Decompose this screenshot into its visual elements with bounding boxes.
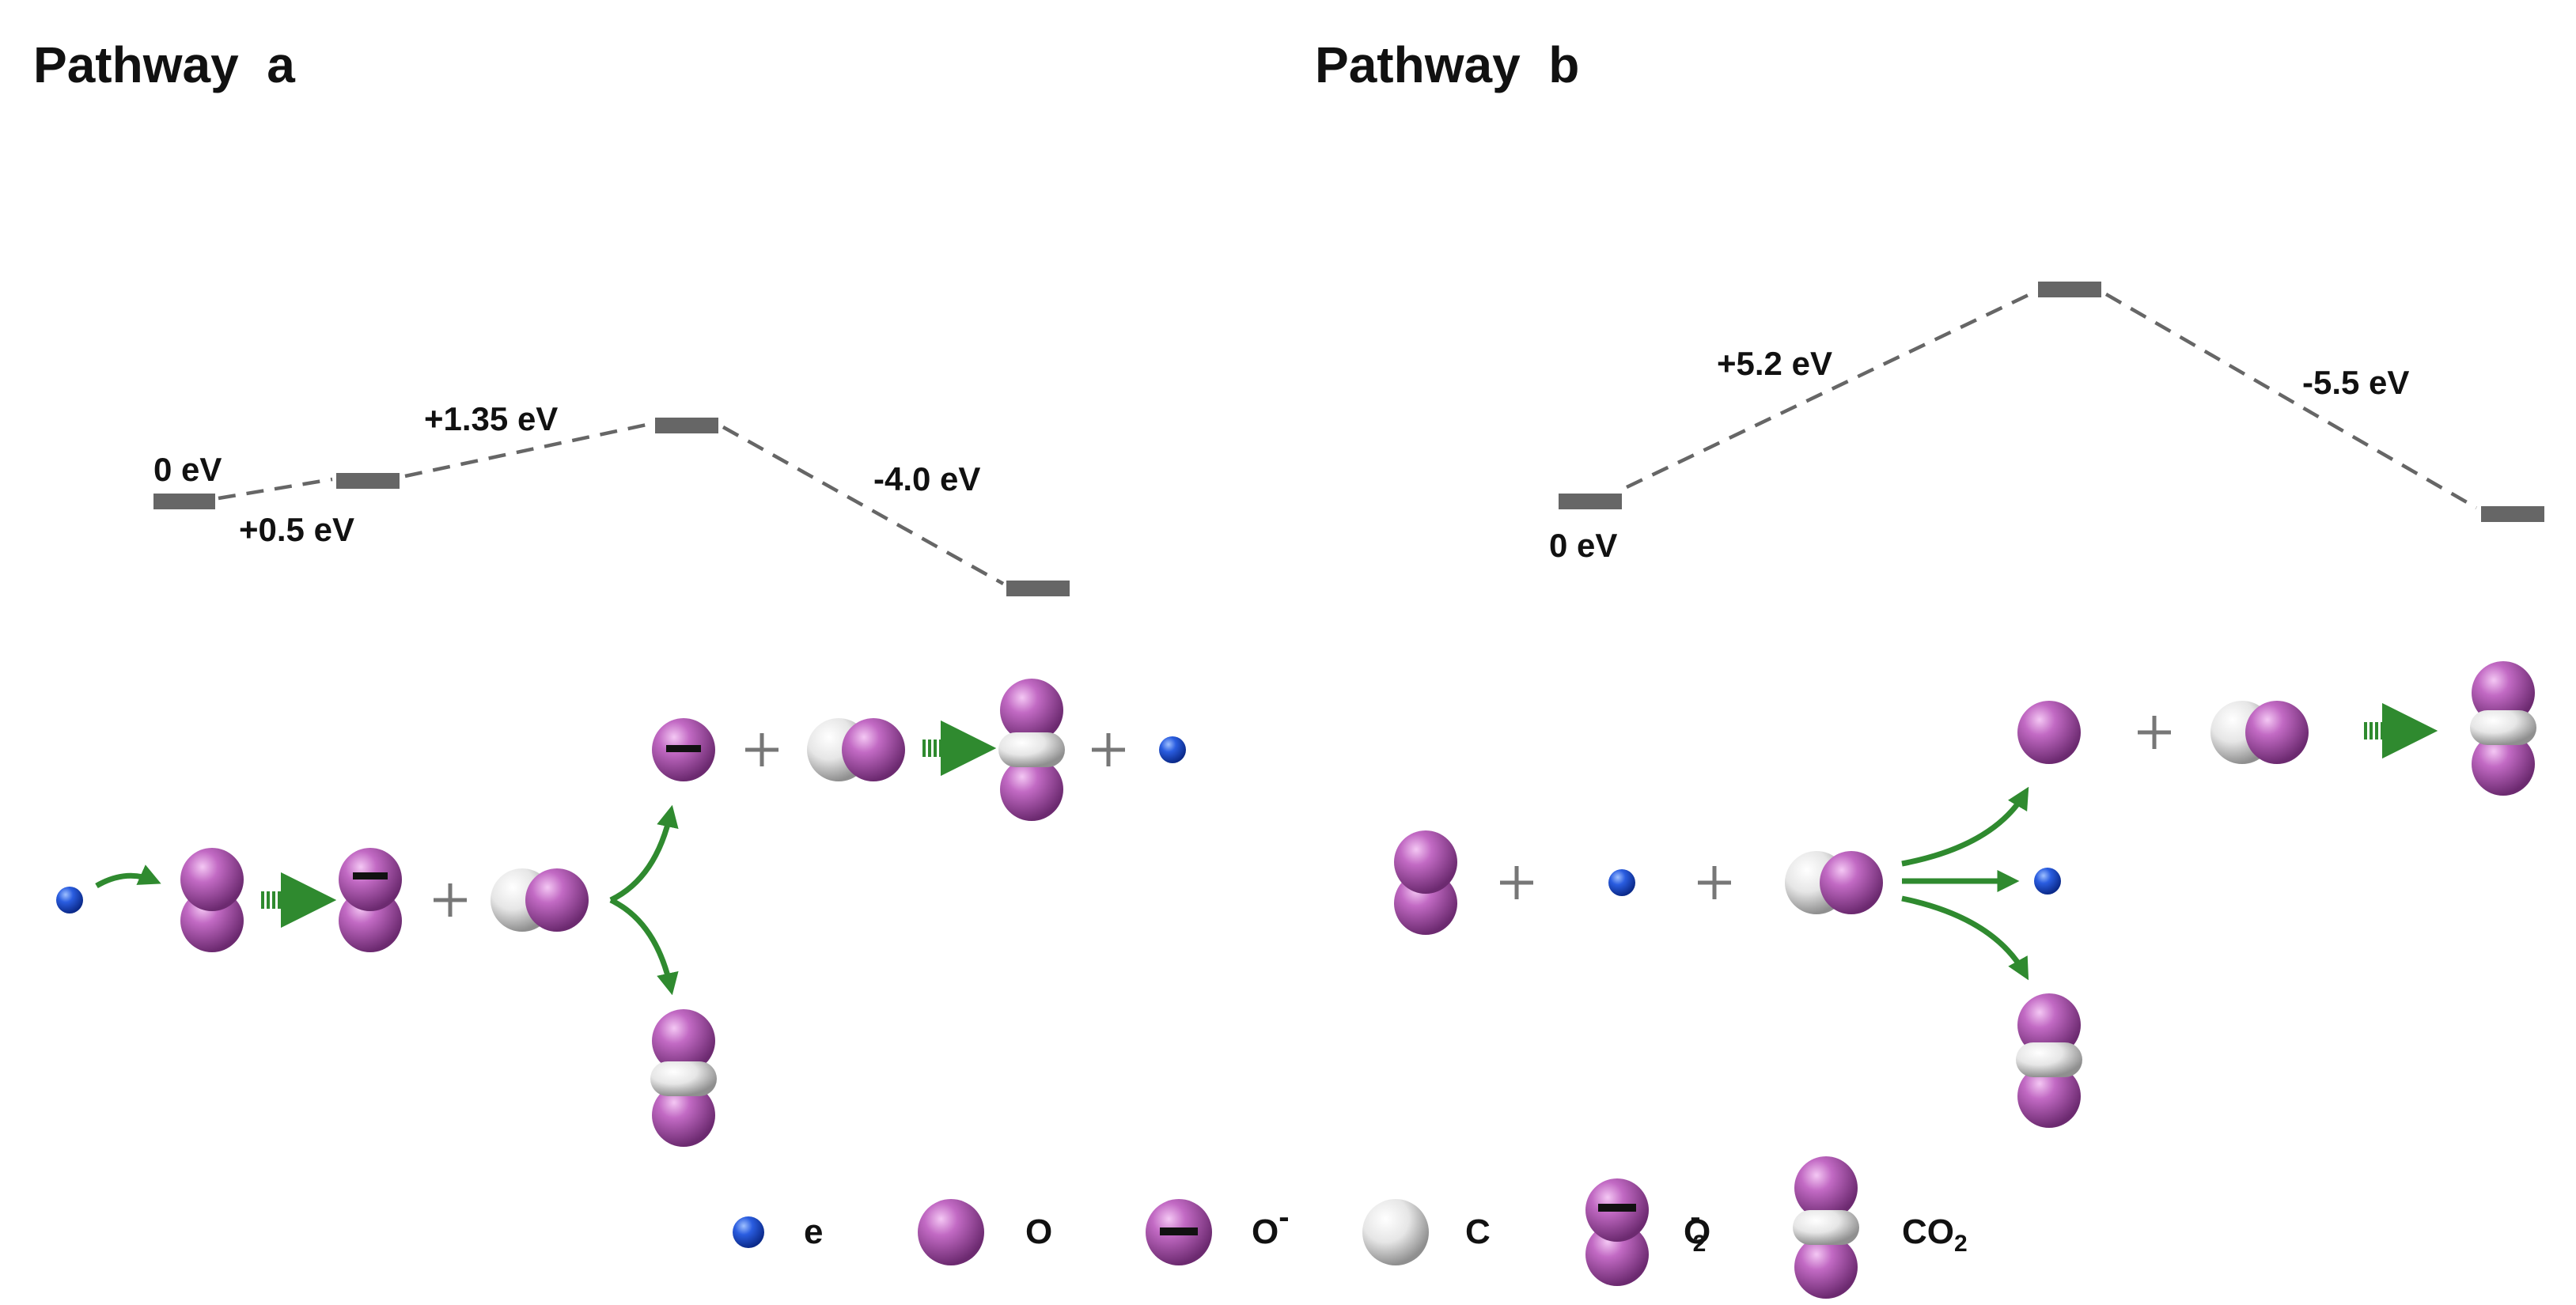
- legend-label-c: C: [1465, 1212, 1491, 1251]
- energy-label-a1: 0 eV: [153, 451, 222, 488]
- electron-icon: [733, 1216, 764, 1248]
- co2-icon: [1793, 1156, 1859, 1299]
- energy-level-a3: [655, 418, 718, 433]
- oxygen-icon: [2017, 701, 2081, 764]
- legend: e O O- C O-2 CO2: [733, 1156, 1968, 1299]
- plus-icon: [434, 883, 467, 917]
- energy-label-a3: +1.35 eV: [424, 400, 558, 437]
- connector-b1: [1626, 290, 2034, 490]
- oxygen-icon: [918, 1199, 984, 1265]
- plus-icon: [1092, 733, 1125, 766]
- oxygen-anion-icon: [652, 718, 715, 781]
- plus-icon: [745, 733, 778, 766]
- co-molecule-icon: [807, 718, 905, 781]
- electron-icon: [1159, 736, 1186, 763]
- energy-level-b3: [2481, 506, 2544, 522]
- legend-label-o: O: [1025, 1212, 1052, 1251]
- energy-label-b2: +5.2 eV: [1717, 345, 1832, 382]
- connector-a1: [218, 477, 333, 501]
- energy-label-b3: -5.5 eV: [2302, 364, 2409, 401]
- co2-molecule-icon: [998, 679, 1065, 821]
- plus-icon: [1698, 866, 1731, 899]
- pathway-b-title: Pathway b: [1315, 36, 1579, 93]
- pathway-a-reaction: [56, 679, 1186, 1147]
- curved-arrow-icon: [95, 864, 161, 889]
- energy-label-a2: +0.5 eV: [239, 511, 354, 548]
- co-molecule-icon: [491, 868, 589, 932]
- branch-arrow-up-icon: [609, 804, 679, 903]
- branch-arrow-up-icon: [1901, 786, 2029, 867]
- o2-molecule-icon: [180, 848, 244, 952]
- co-molecule-icon: [2210, 701, 2309, 764]
- superoxide-icon: [1585, 1178, 1649, 1286]
- energy-level-a1: [153, 494, 215, 509]
- electron-icon: [1608, 869, 1635, 896]
- energy-label-a4: -4.0 eV: [873, 460, 980, 497]
- plus-icon: [1500, 866, 1533, 899]
- legend-label-e: e: [804, 1212, 823, 1251]
- pathway-b-energy-profile: 0 eV +5.2 eV -5.5 eV: [1549, 282, 2544, 564]
- branch-arrow-down-icon: [1901, 895, 2029, 981]
- connector-b2: [2104, 293, 2478, 509]
- energy-label-b1: 0 eV: [1549, 527, 1617, 564]
- co2-molecule-icon: [2016, 993, 2082, 1128]
- electron-icon: [56, 887, 83, 914]
- co-molecule-icon: [1785, 851, 1883, 914]
- legend-label-o-anion: O-: [1252, 1200, 1290, 1251]
- superoxide-icon: [339, 848, 402, 952]
- pathway-a-energy-profile: 0 eV +0.5 eV +1.35 eV -4.0 eV: [153, 400, 1070, 596]
- legend-label-superoxide: O-2: [1684, 1200, 1710, 1257]
- connector-a2: [404, 422, 651, 478]
- co2-molecule-icon: [650, 1009, 717, 1147]
- branch-arrow-down-icon: [609, 897, 679, 996]
- oxygen-anion-icon: [1146, 1199, 1212, 1265]
- electron-icon: [2034, 868, 2061, 895]
- plus-icon: [2138, 716, 2171, 749]
- pathway-b-reaction: [1394, 661, 2536, 1128]
- connector-a3: [722, 426, 1005, 585]
- pathway-a-title: Pathway a: [33, 36, 295, 93]
- energy-level-b1: [1559, 494, 1622, 509]
- legend-label-co2: CO2: [1902, 1212, 1968, 1257]
- carbon-icon: [1362, 1199, 1429, 1265]
- energy-level-a4: [1006, 581, 1070, 596]
- energy-level-a2: [336, 473, 400, 489]
- co2-molecule-icon: [2470, 661, 2536, 796]
- o2-molecule-icon: [1394, 830, 1457, 935]
- energy-level-b2: [2038, 282, 2101, 297]
